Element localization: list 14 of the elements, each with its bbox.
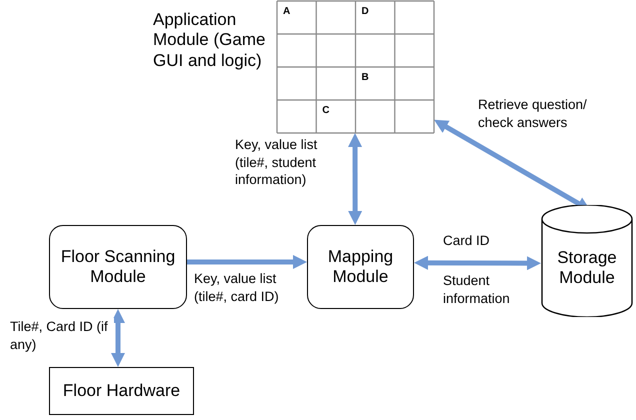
module-heading: Application Module (Game GUI and logic) — [153, 10, 266, 72]
edge-label: Tile#, Card ID (if any) — [10, 318, 114, 354]
process-box: Floor Hardware — [49, 367, 194, 415]
tile-letter: B — [362, 72, 369, 83]
tile-letter: A — [283, 6, 290, 17]
tile-letter: D — [362, 6, 369, 17]
tile-letter: C — [322, 105, 330, 116]
process-box: Mapping Module — [307, 225, 414, 309]
arrow — [414, 256, 541, 270]
arrow — [111, 309, 126, 367]
arrow — [348, 133, 362, 225]
database-cylinder: Storage Module — [541, 205, 633, 317]
process-box: Floor Scanning Module — [49, 225, 187, 309]
arrow — [187, 254, 307, 269]
